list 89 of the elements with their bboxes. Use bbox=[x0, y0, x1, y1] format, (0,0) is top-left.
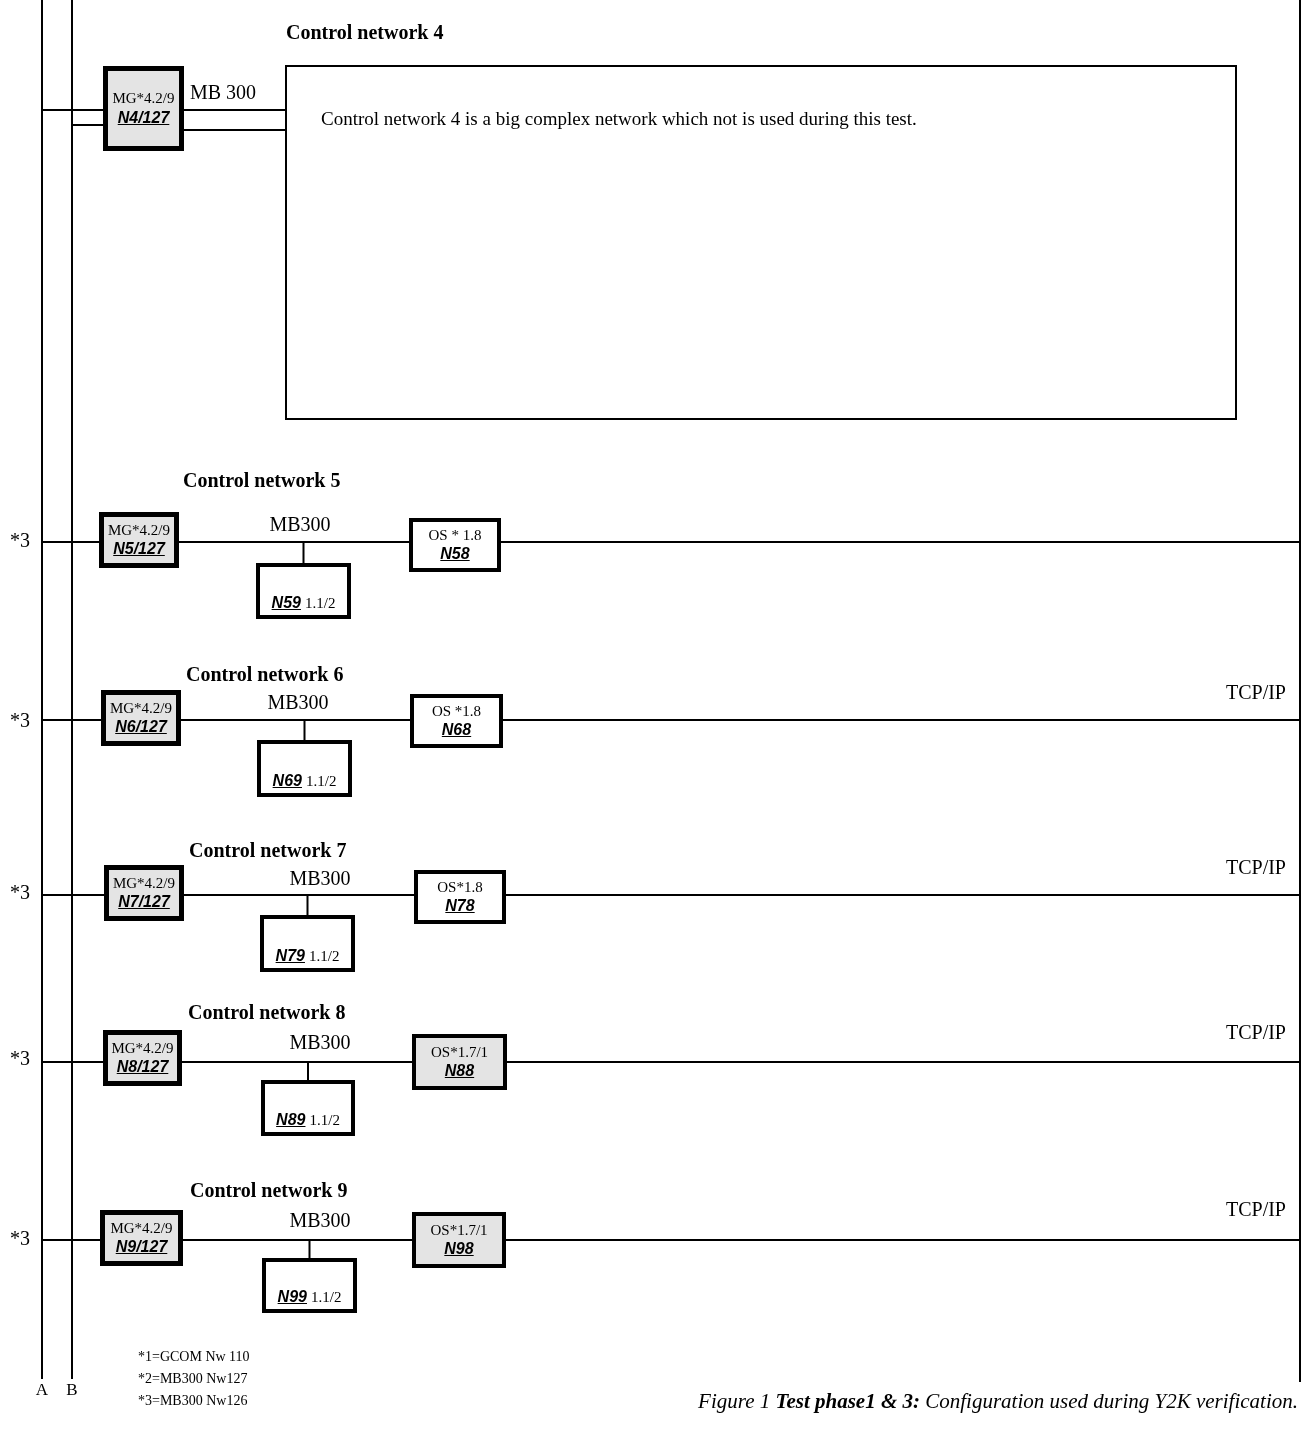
connection-line bbox=[183, 109, 286, 111]
node-id: N5/127 bbox=[113, 539, 165, 560]
connection-line bbox=[183, 129, 286, 131]
connection-line bbox=[71, 1061, 104, 1063]
gateway-box bbox=[103, 66, 184, 151]
footnote-mark: *3 bbox=[10, 1046, 30, 1071]
network-heading: Control network 9 bbox=[190, 1178, 348, 1203]
node-type: MG*4.2/9 bbox=[107, 520, 171, 540]
node-id: N99 bbox=[277, 1287, 307, 1307]
gateway-box bbox=[99, 512, 179, 568]
footnote-mark: *3 bbox=[10, 708, 30, 733]
node-type: OS*1.7/1 bbox=[430, 1220, 488, 1240]
network-heading: Control network 8 bbox=[188, 1000, 346, 1025]
gateway-box bbox=[101, 690, 181, 746]
station-box bbox=[414, 870, 506, 924]
station-box bbox=[410, 694, 503, 748]
node-id: N8/127 bbox=[116, 1057, 169, 1078]
bus-line bbox=[64, 0, 80, 1398]
connection-line bbox=[505, 894, 1301, 896]
bus-line bbox=[1296, 0, 1302, 1382]
node-type: OS *1.8 bbox=[431, 701, 482, 721]
connection-line bbox=[41, 109, 104, 111]
node-type: MG*4.2/9 bbox=[109, 698, 173, 718]
connection-line bbox=[71, 894, 105, 896]
controller-box bbox=[260, 915, 355, 972]
node-id: N59 bbox=[271, 593, 301, 613]
controller-box bbox=[257, 740, 352, 797]
node-id: N98 bbox=[444, 1239, 474, 1260]
node-id: N6/127 bbox=[115, 717, 167, 738]
node-id: N89 bbox=[276, 1110, 306, 1130]
connection-line bbox=[71, 719, 102, 721]
description-text: Control network 4 is a big complex network which not is used during this test. bbox=[321, 107, 918, 131]
station-box bbox=[412, 1212, 506, 1268]
station-box bbox=[412, 1034, 507, 1090]
connection-line bbox=[500, 541, 1301, 543]
node-id: N69 bbox=[272, 771, 302, 791]
connection-line bbox=[178, 541, 305, 564]
controller-box bbox=[256, 563, 351, 619]
gateway-box bbox=[104, 865, 184, 921]
connection-line bbox=[506, 1061, 1301, 1063]
footnote-mark: *3 bbox=[10, 528, 30, 553]
node-id: N78 bbox=[445, 896, 475, 917]
node-id: N58 bbox=[440, 544, 470, 565]
node-id: N9/127 bbox=[115, 1237, 168, 1258]
network-heading: Control network 5 bbox=[183, 468, 341, 493]
station-box bbox=[409, 518, 501, 572]
bus-name: A bbox=[35, 1381, 49, 1398]
bus-name: B bbox=[66, 1381, 78, 1398]
footnote-text: *2=MB300 Nw127 bbox=[138, 1370, 248, 1388]
figure-caption: Figure 1 Test phase1 & 3: Configuration used during Y2K verification. bbox=[698, 1388, 1298, 1415]
version-text: 1.1/2 bbox=[308, 947, 340, 966]
node-id: N4/127 bbox=[117, 107, 170, 128]
connection-line bbox=[181, 1061, 309, 1081]
node-id: N79 bbox=[275, 946, 305, 966]
network-box bbox=[285, 65, 1237, 420]
node-id: N88 bbox=[444, 1061, 475, 1082]
footnote-text: *3=MB300 Nw126 bbox=[138, 1392, 248, 1410]
connection-line bbox=[502, 719, 1301, 721]
bus-line bbox=[34, 0, 50, 1398]
network-heading: Control network 7 bbox=[189, 838, 347, 863]
footnote-text: *1=GCOM Nw 110 bbox=[138, 1348, 250, 1366]
controller-box bbox=[261, 1080, 355, 1136]
connection-line bbox=[71, 1239, 101, 1241]
node-type: MG*4.2/9 bbox=[111, 1038, 174, 1058]
node-type: OS*1.7/1 bbox=[430, 1042, 489, 1062]
connection-line bbox=[71, 124, 104, 126]
node-id: N68 bbox=[441, 720, 472, 741]
node-type: OS*1.8 bbox=[437, 877, 483, 897]
version-text: 1.1/2 bbox=[310, 1288, 342, 1307]
version-text: 1.1/2 bbox=[305, 772, 337, 791]
network-heading: Control network 4 bbox=[286, 20, 444, 45]
node-type: MG*4.2/9 bbox=[112, 873, 176, 893]
version-text: 1.1/2 bbox=[304, 594, 336, 613]
footnote-mark: *3 bbox=[10, 880, 30, 905]
node-type: MG*4.2/9 bbox=[110, 1218, 173, 1238]
connection-line bbox=[180, 719, 306, 741]
version-text: 1.1/2 bbox=[309, 1111, 340, 1130]
connection-line bbox=[183, 894, 309, 916]
node-id: N7/127 bbox=[118, 892, 170, 913]
node-type: OS * 1.8 bbox=[428, 525, 482, 545]
gateway-box bbox=[103, 1030, 182, 1086]
connection-line bbox=[505, 1239, 1301, 1241]
node-type: MG*4.2/9 bbox=[112, 89, 175, 108]
network-heading: Control network 6 bbox=[186, 662, 344, 687]
controller-box bbox=[262, 1258, 357, 1313]
connection-line bbox=[71, 541, 100, 543]
footnote-mark: *3 bbox=[10, 1226, 30, 1251]
gateway-box bbox=[100, 1210, 183, 1266]
connection-line bbox=[182, 1239, 311, 1259]
